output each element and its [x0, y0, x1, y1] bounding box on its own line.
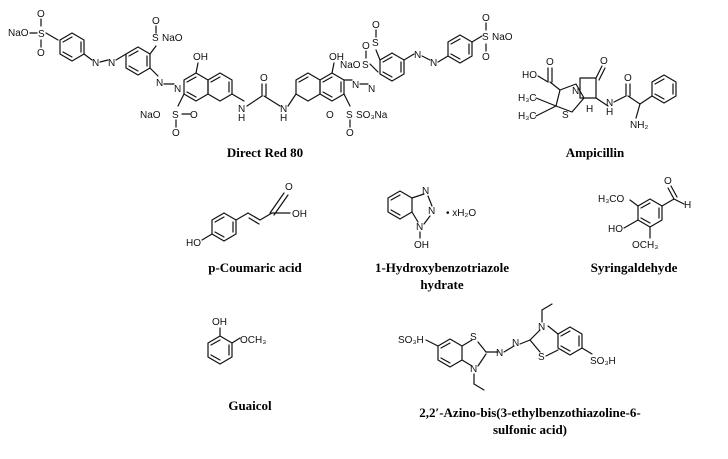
atom-label: H — [606, 107, 613, 118]
atom-label: NaO — [140, 110, 161, 121]
atom-label: O — [482, 13, 490, 24]
atom-label: N — [108, 58, 115, 69]
compound-name: Ampicillin — [565, 145, 625, 160]
atom-label: O — [600, 56, 608, 67]
atom-label: HO — [186, 238, 201, 249]
atom-label: N — [538, 322, 545, 333]
atom-label: O — [190, 110, 198, 121]
atom-label: S — [482, 32, 489, 43]
caption-ampicillin: Ampicillin — [550, 144, 640, 161]
structure-direct-red-80: NaO S O O N N S O NaO N N — [8, 9, 513, 139]
atom-label: O — [152, 16, 160, 27]
atom-label: NaO — [492, 32, 513, 43]
atom-label: OCH₃ — [240, 335, 266, 346]
atom-label: O — [546, 57, 554, 68]
atom-label: N — [470, 364, 477, 375]
caption-p-coumaric-acid: p-Coumaric acid — [180, 259, 330, 276]
atom-label: NaO — [162, 33, 183, 44]
atom-label: O — [372, 20, 380, 31]
atom-label: N — [238, 104, 245, 115]
atom-label: H — [586, 104, 593, 115]
atom-label: O — [482, 52, 490, 63]
atom-label: O — [362, 41, 370, 52]
structure-syringaldehyde: H₃CO O H HO OCH₃ — [598, 176, 691, 251]
atom-label: N — [606, 98, 613, 109]
atom-label: OH — [212, 317, 227, 328]
atom-label: S — [538, 352, 545, 363]
atom-label: N — [174, 84, 181, 95]
caption-abts: 2,2′-Azino-bis(3-ethylbenzothiazoline-6-… — [395, 404, 665, 438]
atom-label: S — [372, 38, 379, 49]
atom-label: H — [684, 200, 691, 211]
atom-label: H₃C — [518, 111, 537, 122]
atom-label: O — [172, 128, 180, 139]
atom-label: S — [562, 110, 569, 121]
compound-name-line2: sulfonic acid) — [492, 422, 568, 437]
atom-label: NaO — [8, 28, 29, 39]
atom-label: N — [428, 206, 435, 217]
compound-name-line2: hydrate — [420, 277, 464, 292]
atom-label: O — [260, 73, 268, 84]
atom-label: H — [238, 113, 245, 124]
compound-name: 1-Hydroxybenzotriazole — [374, 260, 510, 275]
atom-label: OCH₃ — [632, 240, 658, 251]
atom-label: S — [346, 110, 353, 121]
atom-label: N — [572, 86, 579, 97]
atom-label: H — [280, 113, 287, 124]
atom-label: N — [512, 338, 519, 349]
compound-name: 2,2′-Azino-bis(3-ethylbenzothiazoline-6- — [419, 405, 641, 420]
caption-hobt-hydrate: 1-Hydroxybenzotriazole hydrate — [362, 259, 522, 293]
atom-label: N — [92, 58, 99, 69]
atom-label: O — [37, 48, 45, 59]
structure-hobt-hydrate: N N N OH • xH₂O — [387, 186, 476, 251]
atom-label: N — [368, 84, 375, 95]
compound-name: Syringaldehyde — [590, 260, 678, 275]
atom-label: S — [172, 110, 179, 121]
atom-label: SO₃Na — [356, 110, 388, 121]
atom-label: N — [430, 58, 437, 69]
atom-label: O — [664, 176, 672, 187]
structure-p-coumaric-acid: HO O OH — [186, 182, 307, 249]
atom-label: OH — [292, 209, 307, 220]
atom-label: S — [362, 60, 369, 71]
atom-label: N — [496, 348, 503, 359]
atom-label: N — [422, 186, 429, 197]
atom-label: SO₃H — [590, 356, 616, 367]
atom-label: N — [414, 50, 421, 61]
compound-name: Guaicol — [228, 398, 272, 413]
atom-label: HO — [608, 224, 623, 235]
atom-label: N — [280, 104, 287, 115]
caption-guaicol: Guaicol — [220, 397, 280, 414]
caption-direct-red-80: Direct Red 80 — [190, 144, 340, 161]
atom-label: H₃C — [518, 93, 537, 104]
compound-name: p-Coumaric acid — [208, 260, 302, 275]
atom-label: N — [416, 222, 423, 233]
structure-guaicol: OH OCH₃ — [207, 317, 266, 365]
atom-label: N — [352, 80, 359, 91]
atom-label: O — [285, 182, 293, 193]
atom-label: OH — [329, 52, 344, 63]
atom-label: HO — [522, 70, 537, 81]
atom-label: NaO — [340, 60, 361, 71]
atom-label: O — [37, 9, 45, 20]
atom-label: S — [470, 332, 477, 343]
atom-label: NH₂ — [630, 120, 648, 131]
atom-label: H₃CO — [598, 194, 625, 205]
caption-syringaldehyde: Syringaldehyde — [574, 259, 694, 276]
atom-label: • xH₂O — [446, 208, 476, 219]
atom-label: OH — [193, 52, 208, 63]
atom-label: O — [346, 128, 354, 139]
atom-label: N — [156, 78, 163, 89]
structure-ampicillin: HO O N S H₃C H₃C O H N H O NH₂ — [518, 56, 677, 131]
atom-label: O — [624, 73, 632, 84]
atom-label: S — [38, 29, 45, 40]
atom-label: S — [152, 33, 159, 44]
atom-label: O — [326, 110, 334, 121]
atom-label: SO₃H — [398, 335, 424, 346]
atom-label: OH — [414, 240, 429, 251]
structure-abts: SO₃H S N N N N S SO₃H — [398, 303, 616, 391]
compound-name: Direct Red 80 — [226, 145, 304, 160]
